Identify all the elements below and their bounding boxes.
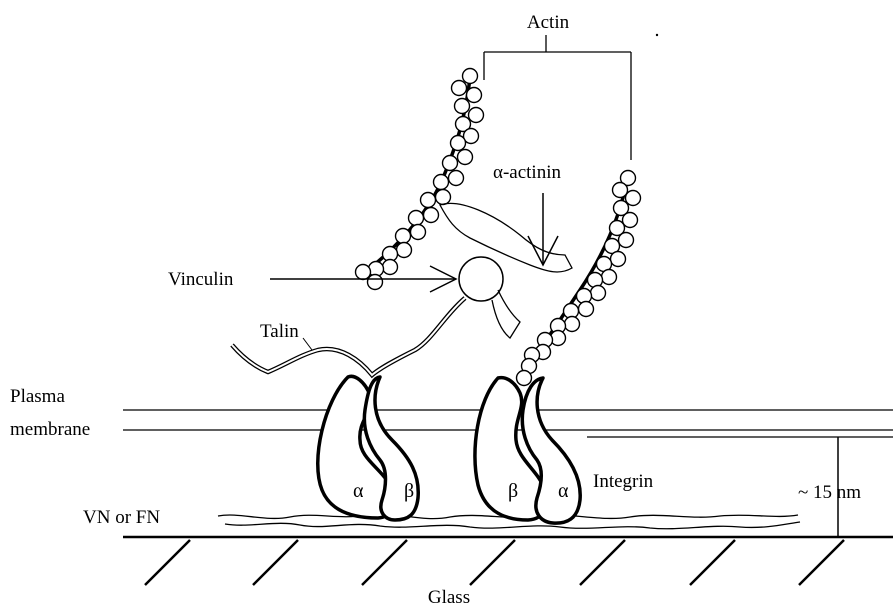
actin-left-bead (452, 81, 467, 96)
actin-left-bead (451, 136, 466, 151)
alpha-actinin-label: α-actinin (493, 162, 561, 183)
actin-left-bead (368, 275, 383, 290)
right-beta-symbol: β (508, 480, 518, 502)
vinculin-protein (459, 257, 520, 338)
talin-label: Talin (260, 321, 299, 342)
actin-right-bead (591, 286, 606, 301)
right-alpha-symbol: α (558, 480, 569, 502)
actin-filament-left (356, 69, 484, 290)
actin-left-bead (436, 190, 451, 205)
glass-substrate (123, 537, 893, 585)
actin-right-bead (619, 233, 634, 248)
actin-left-bead (458, 150, 473, 165)
actin-left-bead (434, 175, 449, 190)
actin-left-bead (463, 69, 478, 84)
height-label: ~ 15 nm (798, 482, 861, 503)
actin-left-bead (397, 243, 412, 258)
actin-right-bead (626, 191, 641, 206)
actin-right-bead (623, 213, 638, 228)
plasma-label: Plasma (10, 386, 65, 407)
glass-label: Glass (428, 587, 470, 607)
actin-label: Actin (527, 12, 570, 33)
actin-left-bead (421, 193, 436, 208)
left-alpha-symbol: α (353, 480, 364, 502)
left-beta-symbol: β (404, 480, 414, 502)
glass-hatching (145, 540, 844, 585)
actin-filament-right (517, 171, 641, 386)
actin-bracket (484, 35, 631, 160)
actin-left-bead (469, 108, 484, 123)
vinculin-label: Vinculin (168, 269, 234, 290)
actin-right-bead (602, 270, 617, 285)
talin-leader (303, 338, 312, 350)
actin-left-bead (424, 208, 439, 223)
actin-left-bead (396, 229, 411, 244)
stray-dot (656, 34, 658, 36)
actin-left-bead (455, 99, 470, 114)
actin-right-bead (613, 183, 628, 198)
actin-left-bead (409, 211, 424, 226)
actin-right-bead (611, 252, 626, 267)
actin-left-bead (449, 171, 464, 186)
membrane-label: membrane (10, 419, 90, 440)
actin-right-bead (579, 302, 594, 317)
alpha-actinin-protein (440, 203, 572, 272)
actin-right-bead (565, 317, 580, 332)
actin-left-bead (383, 260, 398, 275)
actin-left-bead (467, 88, 482, 103)
actin-right-bead (517, 371, 532, 386)
integrin-label: Integrin (593, 471, 654, 492)
actin-left-bead (443, 156, 458, 171)
actin-left-bead (411, 225, 426, 240)
actin-left-bead (356, 265, 371, 280)
vn-or-fn-label: VN or FN (83, 507, 160, 528)
